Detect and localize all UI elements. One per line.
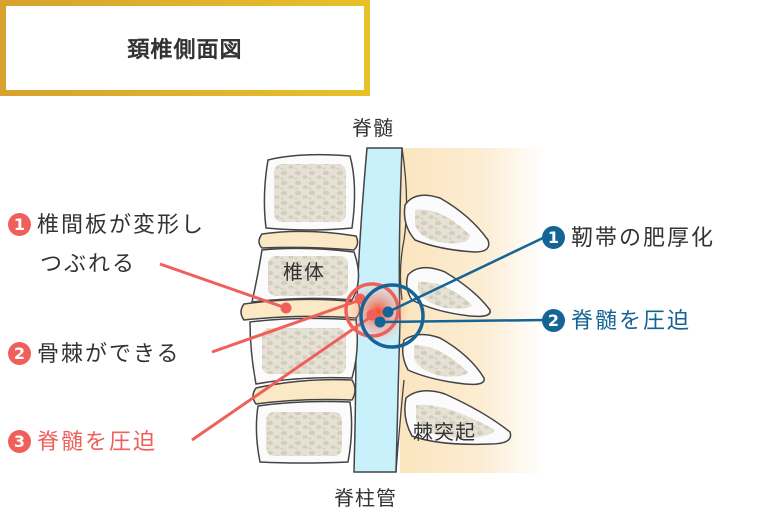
left-callout-1: 1 椎間板が変形し (8, 213, 205, 237)
number-badge-1: 1 (8, 213, 31, 236)
right-callout-2: 2 脊髄を圧迫 (542, 309, 691, 333)
label-spinal-canal: 脊柱管 (334, 486, 397, 510)
red-highlight-circle (344, 282, 400, 338)
blue-callout-lines (379, 235, 546, 324)
callout-text: 靭帯の肥厚化 (571, 226, 716, 251)
callout-text: 脊髄を圧迫 (571, 309, 692, 334)
vertebral-bodies (240, 153, 361, 464)
callout-text: 椎間板が変形し (37, 213, 206, 238)
number-badge-2: 2 (8, 342, 31, 365)
callout-text: 脊髄を圧迫 (37, 430, 158, 455)
number-badge-3: 3 (8, 430, 31, 453)
diagram-title: 頚椎側面図 (127, 38, 243, 63)
label-spinal-cord: 脊髄 (352, 116, 394, 140)
left-callout-1-line2: つぶれる (40, 252, 137, 277)
callout-text: 骨棘ができる (37, 342, 181, 367)
label-vertebral-body: 椎体 (283, 260, 325, 284)
spinous-processes (401, 194, 512, 446)
label-spinous-process: 棘突起 (413, 420, 476, 444)
left-callout-2: 2 骨棘ができる (8, 342, 181, 366)
left-callout-3: 3 脊髄を圧迫 (8, 430, 157, 454)
title-box: 頚椎側面図 (0, 0, 370, 96)
number-badge-2: 2 (542, 309, 565, 332)
number-badge-1: 1 (542, 226, 565, 249)
blue-highlight-circle (359, 283, 425, 349)
right-callout-1: 1 靭帯の肥厚化 (542, 226, 715, 250)
red-callout-lines (159, 262, 373, 442)
